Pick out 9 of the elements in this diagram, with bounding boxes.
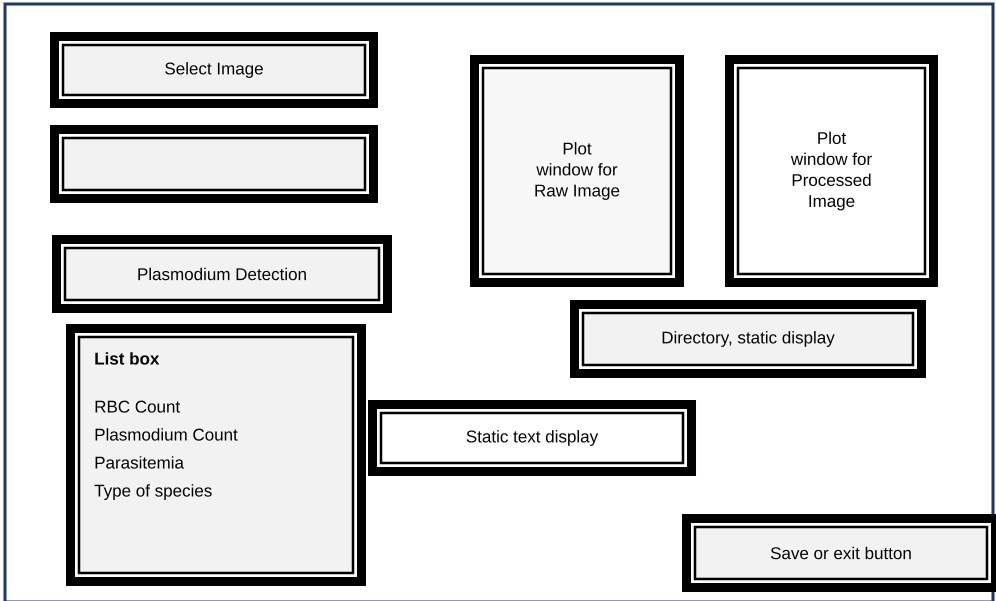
display-box: Directory, static display bbox=[570, 300, 926, 378]
plot-window: Plot window for Processed Image bbox=[725, 55, 938, 287]
input-field bbox=[50, 125, 378, 203]
list-box: List box RBC Count Plasmodium Count Parasitemia Type of species bbox=[66, 324, 366, 586]
button: Select Image bbox=[50, 32, 378, 108]
button: Save or exit button bbox=[682, 514, 996, 592]
button: Plasmodium Detection bbox=[52, 235, 392, 313]
display-box: Static text display bbox=[368, 400, 696, 476]
plot-window: Plot window for Raw Image bbox=[470, 55, 684, 287]
